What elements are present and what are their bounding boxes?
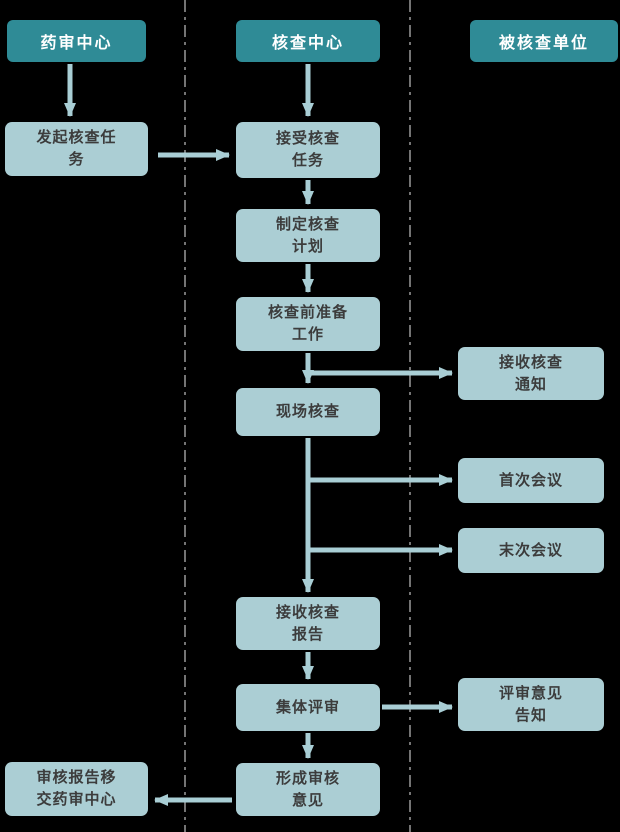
lane-header-inspection-center: 核查中心 — [236, 20, 380, 62]
flow-node-transfer-report: 审核报告移 交药审中心 — [5, 762, 148, 816]
lane-header-review-center: 药审中心 — [7, 20, 146, 62]
flow-node-form-opinion: 形成审核 意见 — [236, 763, 380, 816]
flow-node-make-plan: 制定核查 计划 — [236, 209, 380, 262]
flow-node-opinion-notify: 评审意见 告知 — [458, 678, 604, 731]
flow-node-first-meeting: 首次会议 — [458, 458, 604, 503]
flow-node-receive-report: 接收核查 报告 — [236, 597, 380, 650]
flow-node-accept-task: 接受核查 任务 — [236, 122, 380, 178]
flow-node-collective-review: 集体评审 — [236, 684, 380, 731]
flow-node-pre-inspection-prep: 核查前准备 工作 — [236, 297, 380, 351]
lane-header-inspected-unit: 被核查单位 — [470, 20, 618, 62]
flow-node-receive-notice: 接收核查 通知 — [458, 347, 604, 400]
flow-node-onsite-inspection: 现场核查 — [236, 388, 380, 436]
flow-node-last-meeting: 末次会议 — [458, 528, 604, 573]
flow-node-initiate-task: 发起核查任 务 — [5, 122, 148, 176]
